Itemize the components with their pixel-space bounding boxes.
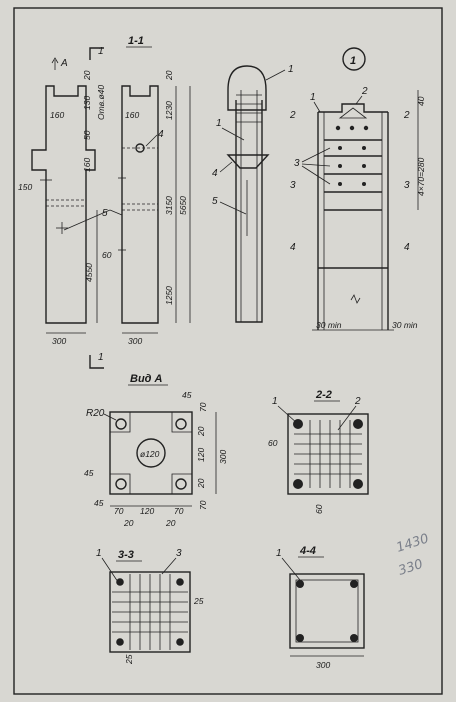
cut-arrow-icon	[89, 47, 104, 60]
section-4-4-grid	[289, 573, 365, 649]
section-2-2-grid	[287, 413, 369, 495]
dim-20-h-right: 20	[165, 518, 176, 528]
view-a-arrow-label: А	[60, 58, 68, 69]
column-elevation-right	[118, 85, 159, 324]
dim-45-top: 45	[182, 390, 192, 400]
dim-160-vertical: 160	[82, 158, 92, 172]
cut-3-right: 3	[404, 180, 410, 191]
node-1-label: 1	[350, 55, 356, 67]
dim-300-left: 300	[52, 336, 66, 346]
callout-1-cage: 1	[288, 64, 294, 75]
callout-3-s33: 3	[176, 548, 182, 559]
center-hole-120	[136, 438, 166, 468]
dim-25-s33: 25	[193, 596, 204, 606]
cut-2-left: 2	[289, 110, 296, 121]
hole-label: Отв.ø40	[96, 85, 106, 120]
dim-20-v: 20	[196, 426, 206, 437]
callout-5: 5	[102, 208, 108, 219]
view-a-arrow-icon	[51, 57, 59, 70]
cut-mark-top: 1	[98, 46, 104, 57]
section-3-3-title: 3-3	[118, 549, 134, 561]
cut-2-right: 2	[403, 110, 410, 121]
dim-50: 50	[82, 130, 92, 140]
pencil-note-330: 330	[397, 557, 425, 579]
dim-120-h: 120	[140, 506, 154, 516]
callout-2-s22: 2	[354, 396, 361, 407]
cut-mark-bottom: 1	[98, 352, 104, 363]
dim-300-v: 300	[218, 450, 228, 464]
dim-150: 150	[18, 182, 32, 192]
dim-160-left: 160	[50, 110, 64, 120]
dim-25-s33-bottom: 25	[124, 654, 134, 665]
node-1-detail	[312, 103, 394, 331]
dim-20-h: 20	[123, 518, 134, 528]
dim-5650: 5650	[178, 196, 188, 215]
cut-4-left: 4	[290, 242, 296, 253]
callout-4-plate: 4	[212, 168, 218, 179]
callout-1-s33: 1	[96, 548, 102, 559]
callout-1-s44: 1	[276, 548, 282, 559]
dim-20: 20	[82, 70, 92, 81]
dim-70-v-top: 70	[198, 402, 208, 412]
sheet-frame	[13, 7, 443, 695]
dim-step: 4×70=280	[416, 157, 426, 196]
dim-d120: ø120	[140, 449, 160, 459]
callout-4: 4	[158, 129, 164, 140]
dim-60: 60	[102, 250, 112, 260]
callout-1-bar: 1	[216, 118, 222, 129]
dim-70-h: 70	[114, 506, 124, 516]
column-elevation-left	[31, 85, 96, 324]
dim-60-s22: 60	[268, 438, 278, 448]
pencil-note-1430: 1430	[395, 531, 431, 555]
dim-40: 40	[416, 96, 426, 106]
dim-300-s44: 300	[316, 660, 330, 670]
section-3-3-grid	[109, 571, 191, 653]
dim-45-bottom: 45	[94, 498, 104, 508]
callout-2-node: 2	[361, 86, 368, 97]
cut-4-right: 4	[404, 242, 410, 253]
section-1-1-title: 1-1	[128, 35, 144, 47]
node-1-circle	[342, 47, 366, 71]
dim-3150: 3150	[164, 196, 174, 215]
callout-3-node: 3	[294, 158, 300, 169]
callout-1-s22: 1	[272, 396, 278, 407]
dim-20-right: 20	[164, 70, 174, 81]
reinforcement-cage-side	[226, 65, 270, 323]
dim-70-v-bottom: 70	[198, 500, 208, 510]
cut-arrow-bottom-icon	[89, 355, 104, 369]
section-2-2-title: 2-2	[315, 389, 332, 401]
dim-30-min-right: 30 min	[392, 320, 418, 330]
view-a-plate	[109, 411, 193, 495]
dim-300-right: 300	[128, 336, 142, 346]
dim-160-right: 160	[125, 110, 139, 120]
dim-r20: R20	[86, 408, 105, 419]
section-4-4-title: 4-4	[299, 545, 316, 557]
dim-130: 130	[82, 96, 92, 110]
dim-1230: 1230	[164, 101, 174, 120]
dim-45-left: 45	[84, 468, 94, 478]
dim-60-s22-bottom: 60	[314, 504, 324, 514]
dim-30-min-left: 30 min	[316, 320, 342, 330]
callout-5-bar: 5	[212, 196, 218, 207]
dim-4550: 4550	[84, 263, 94, 282]
dim-20-v-bottom: 20	[196, 478, 206, 489]
dim-70-h-right: 70	[174, 506, 184, 516]
cut-3-left: 3	[290, 180, 296, 191]
view-a-title: Вид А	[130, 373, 163, 385]
dim-120-v: 120	[196, 448, 206, 462]
callout-1-node: 1	[310, 92, 316, 103]
dim-1250: 1250	[164, 286, 174, 305]
